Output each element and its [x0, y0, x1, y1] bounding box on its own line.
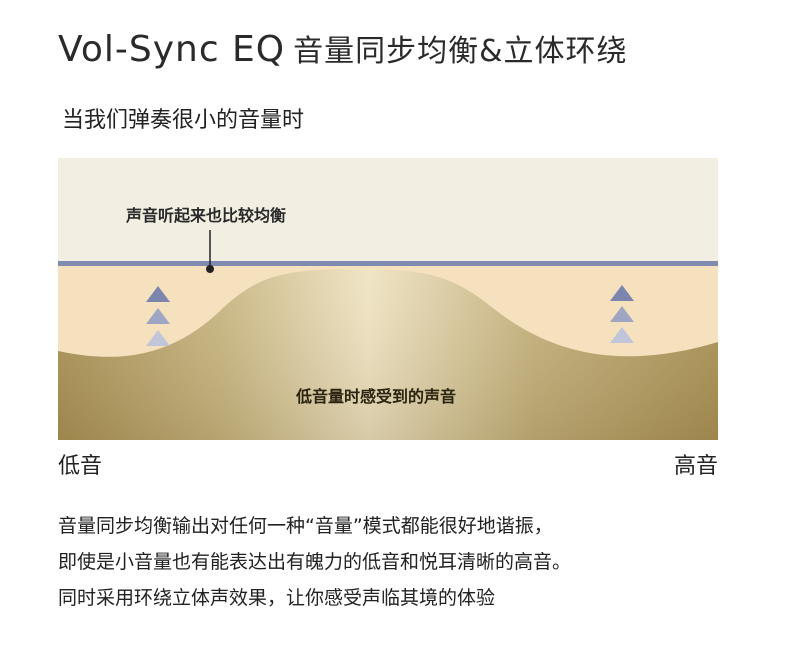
callout-label: 声音听起来也比较均衡	[125, 206, 286, 225]
bass-boost-arrows	[146, 286, 170, 346]
arrow-up-icon	[146, 330, 170, 346]
callout-dot	[206, 265, 214, 273]
description-line: 即使是小音量也有能表达出有魄力的低音和悦耳清晰的高音。	[58, 551, 572, 573]
title-chinese: 音量同步均衡&立体环绕	[293, 34, 628, 69]
diagram-upper-band	[58, 158, 718, 262]
description-line: 同时采用环绕立体声效果，让你感受声临其境的体验	[58, 587, 496, 609]
axis-label-low: 低音	[58, 454, 103, 479]
description: 音量同步均衡输出对任何一种“音量”模式都能很好地谐振， 即使是小音量也有能表达出…	[58, 508, 758, 616]
title-english: Vol-Sync EQ	[58, 29, 286, 70]
arrow-up-icon	[610, 285, 634, 301]
balanced-level-line	[58, 261, 718, 266]
arrow-up-icon	[610, 306, 634, 322]
arrow-up-icon	[610, 327, 634, 343]
section-subtitle: 当我们弹奏很小的音量时	[62, 108, 305, 133]
curve-label: 低音量时感受到的声音	[295, 387, 456, 406]
axis-label-high: 高音	[673, 454, 718, 479]
arrow-up-icon	[146, 308, 170, 324]
arrow-up-icon	[146, 286, 170, 302]
eq-diagram: 声音听起来也比较均衡 低音量时感受到的声音	[58, 158, 718, 440]
description-line: 音量同步均衡输出对任何一种“音量”模式都能很好地谐振，	[58, 515, 553, 537]
treble-boost-arrows	[610, 285, 634, 343]
